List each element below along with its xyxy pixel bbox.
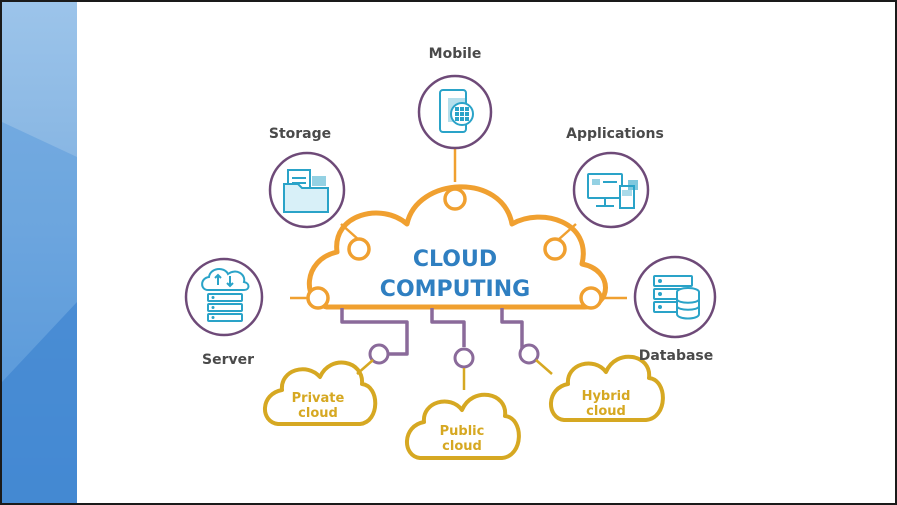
dot-hybrid xyxy=(518,343,540,365)
root-tails xyxy=(356,359,553,390)
public-cloud-label-2: cloud xyxy=(442,439,482,454)
dot-server xyxy=(306,286,330,310)
private-cloud-shape xyxy=(263,360,378,426)
desktop-apps-icon xyxy=(587,173,638,209)
node-database-circle xyxy=(633,255,717,339)
private-cloud-label-1: Private xyxy=(292,391,345,406)
dot-storage xyxy=(347,237,371,261)
cloud-connector-dots xyxy=(306,187,603,310)
hybrid-cloud-label-1: Hybrid xyxy=(582,389,631,404)
main-cloud-outline xyxy=(306,184,608,310)
hybrid-cloud-label-2: cloud xyxy=(586,404,626,419)
dot-applications xyxy=(543,237,567,261)
folder-icon xyxy=(283,169,329,213)
dot-private xyxy=(368,343,390,365)
label-applications: Applications xyxy=(566,126,664,142)
root-dots xyxy=(368,343,540,369)
private-cloud-label-2: cloud xyxy=(298,406,338,421)
dot-mobile xyxy=(443,187,467,211)
cloud-server-icon xyxy=(201,268,250,322)
label-mobile: Mobile xyxy=(429,46,482,62)
mobile-phone-icon xyxy=(439,89,474,133)
title-line-1: CLOUD xyxy=(413,247,497,272)
root-connectors xyxy=(340,308,524,356)
dot-database xyxy=(579,286,603,310)
label-storage: Storage xyxy=(269,126,331,142)
left-decor-band xyxy=(2,2,77,503)
label-database: Database xyxy=(639,348,714,364)
dot-public xyxy=(453,347,475,369)
label-server: Server xyxy=(202,352,254,368)
hybrid-cloud-shape xyxy=(549,354,665,422)
top-connectors xyxy=(290,148,627,300)
title-line-2: COMPUTING xyxy=(380,277,530,302)
database-icon xyxy=(653,275,700,320)
public-cloud-shape xyxy=(405,392,521,460)
public-cloud-label-1: Public xyxy=(440,424,485,439)
